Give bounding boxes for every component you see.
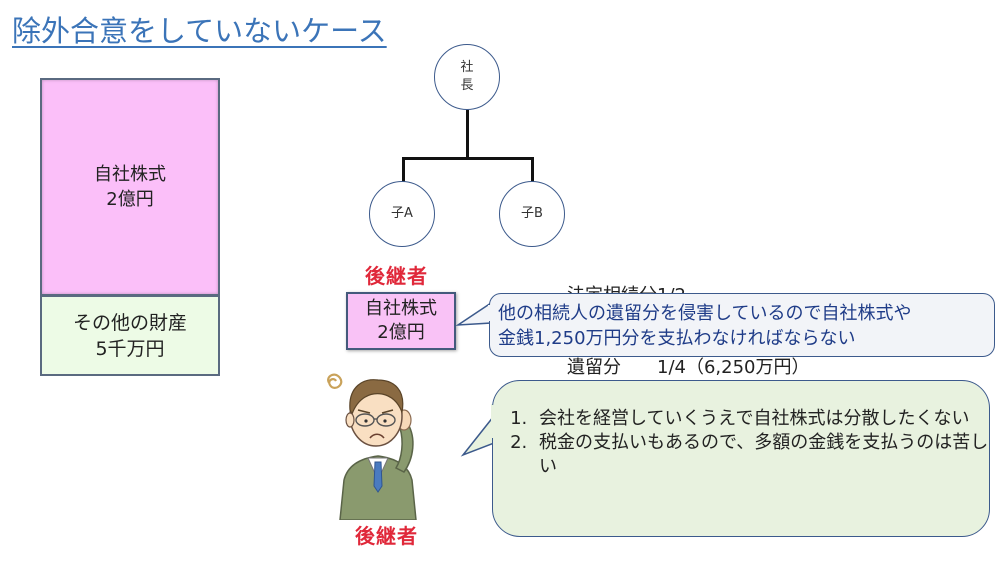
asset-other-property: その他の財産 5千万円 bbox=[40, 296, 220, 376]
tree-line-vertical-child-a bbox=[402, 157, 405, 182]
concern-item-1: 会社を経営していくうえで自社株式は分散したくない bbox=[533, 407, 989, 431]
successor-stock-box: 自社株式 2億円 bbox=[346, 292, 456, 350]
infringement-text-line-2: 金銭1,250万円分を支払わなければならない bbox=[498, 328, 856, 349]
tree-line-vertical-child-b bbox=[531, 157, 534, 182]
infringement-text-line-1: 他の相続人の遺留分を侵害しているので自社株式や bbox=[498, 303, 912, 324]
child-b-label: 子B bbox=[521, 206, 543, 221]
asset-other-value: 5千万円 bbox=[95, 337, 165, 360]
child-b-node: 子B bbox=[499, 181, 565, 247]
glasses-right bbox=[376, 413, 396, 427]
ceo-label-1: 社 bbox=[460, 60, 474, 75]
successor-stock-value: 2億円 bbox=[377, 322, 425, 343]
glasses-left bbox=[355, 413, 375, 427]
frown bbox=[369, 433, 385, 439]
infringement-speech-bubble: 他の相続人の遺留分を侵害しているので自社株式や 金銭1,250万円分を支払わなけ… bbox=[489, 293, 995, 357]
reserved-share: 遺留分 1/4（6,250万円） bbox=[567, 357, 810, 378]
successor-stock-label: 自社株式 bbox=[365, 298, 437, 319]
asset-other-label: その他の財産 bbox=[72, 311, 187, 334]
page-title: 除外合意をしていないケース bbox=[12, 14, 387, 48]
child-a-label: 子A bbox=[391, 206, 413, 221]
ceo-node: 社 長 bbox=[434, 44, 500, 110]
hair bbox=[349, 379, 404, 416]
ceo-label-2: 長 bbox=[460, 78, 474, 93]
tie bbox=[373, 461, 383, 493]
asset-company-stock: 自社株式 2億円 bbox=[40, 78, 220, 296]
confusion-swirl-icon bbox=[327, 373, 343, 389]
concerns-list: 会社を経営していくうえで自社株式は分散したくない 税金の支払いもあるので、多額の… bbox=[513, 407, 989, 479]
child-a-node: 子A bbox=[369, 181, 435, 247]
asset-stock-value: 2億円 bbox=[106, 189, 154, 210]
concerns-speech-bubble: 会社を経営していくうえで自社株式は分散したくない 税金の支払いもあるので、多額の… bbox=[492, 380, 990, 537]
concern-item-2: 税金の支払いもあるので、多額の金銭を支払うのは苦しい bbox=[533, 431, 989, 479]
tree-line-horizontal bbox=[402, 157, 534, 160]
successor-label-top: 後継者 bbox=[365, 264, 428, 288]
worried-successor-illustration bbox=[327, 373, 417, 520]
asset-stock-label: 自社株式 bbox=[94, 164, 166, 185]
tree-line-vertical-ceo bbox=[466, 110, 469, 159]
ear bbox=[345, 412, 355, 428]
successor-label-bottom: 後継者 bbox=[355, 524, 418, 548]
bubble-infringe-tail bbox=[455, 301, 492, 326]
